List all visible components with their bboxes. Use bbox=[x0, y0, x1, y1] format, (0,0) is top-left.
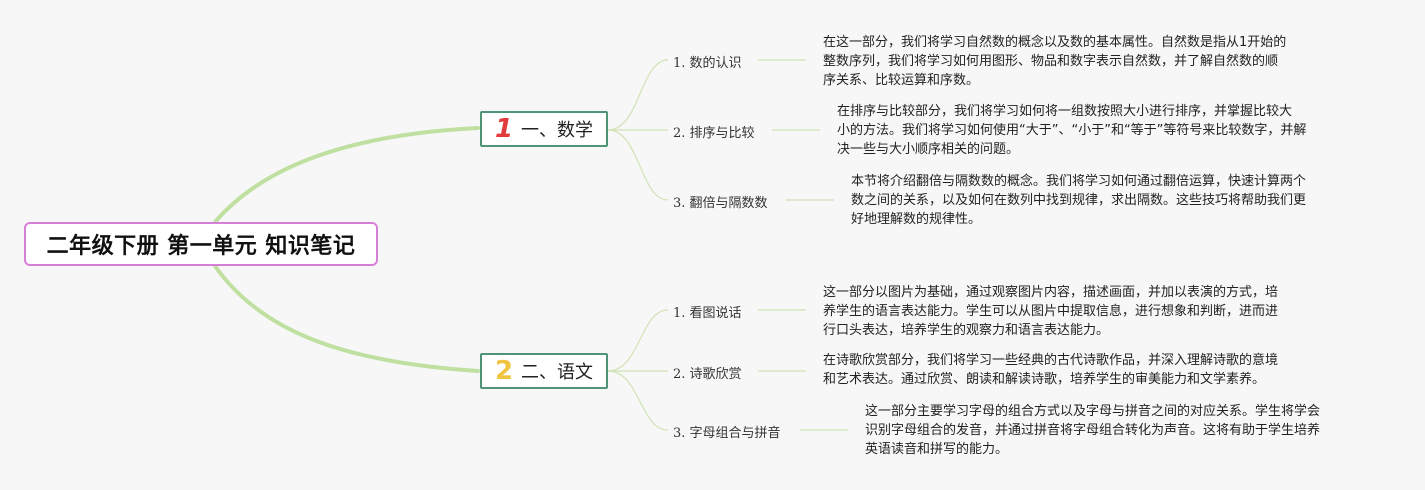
desc-line: 在这一部分，我们将学习自然数的概念以及数的基本属性。自然数是指从1开始的 bbox=[823, 35, 1287, 50]
topic-sorting-comparing[interactable]: 2. 排序与比较 bbox=[673, 126, 755, 141]
number-one-icon: 1 bbox=[494, 114, 514, 144]
link-chinese-3 bbox=[607, 370, 669, 431]
desc-line: 在排序与比较部分，我们将学习如何将一组数按照大小进行排序，并掌握比较大 bbox=[837, 104, 1293, 119]
desc-line: 识别字母组合的发音，并通过拼音将字母组合转化为声音。这将有助于学生培养 bbox=[865, 423, 1321, 438]
desc-line: 小的方法。我们将学习如何使用“大于”、“小于”和“等于”等符号来比较数字，并解 bbox=[837, 123, 1307, 138]
branch-label: 一、数学 bbox=[521, 120, 594, 141]
topic-description: 本节将介绍翻倍与隔数数的概念。我们将学习如何通过翻倍运算，快速计算两个 数之间的… bbox=[851, 172, 1306, 229]
desc-line: 养学生的语言表达能力。学生可以从图片中提取信息，进行想象和判断，进而进 bbox=[823, 304, 1279, 319]
desc-line: 在诗歌欣赏部分，我们将学习一些经典的古代诗歌作品，并深入理解诗歌的意境 bbox=[823, 353, 1279, 368]
topic-picture-talk[interactable]: 1. 看图说话 bbox=[673, 306, 742, 321]
root-topic[interactable]: 二年级下册 第一单元 知识笔记 bbox=[24, 222, 378, 266]
desc-line: 行口头表达，培养学生的观察力和语言表达能力。 bbox=[823, 323, 1110, 338]
link-chinese-1 bbox=[607, 309, 669, 372]
desc-line: 数之间的关系，以及如何在数列中找到规律，求出隔数。这些技巧将帮助我们更 bbox=[851, 193, 1307, 208]
topic-description: 这一部分以图片为基础，通过观察图片内容，描述画面，并加以表演的方式，培 养学生的… bbox=[823, 283, 1278, 340]
branch-chinese[interactable]: 2 二、语文 bbox=[480, 353, 608, 389]
desc-line: 本节将介绍翻倍与隔数数的概念。我们将学习如何通过翻倍运算，快速计算两个 bbox=[851, 174, 1307, 189]
topic-description: 在排序与比较部分，我们将学习如何将一组数按照大小进行排序，并掌握比较大 小的方法… bbox=[837, 102, 1306, 159]
branch-math[interactable]: 1 一、数学 bbox=[480, 111, 608, 147]
desc-line: 好地理解数的规律性。 bbox=[851, 212, 982, 227]
desc-line: 英语读音和拼写的能力。 bbox=[865, 442, 1009, 457]
link-math-3 bbox=[607, 129, 669, 201]
desc-line: 序关系、比较运算和序数。 bbox=[823, 73, 980, 88]
desc-line: 这一部分主要学习字母的组合方式以及字母与拼音之间的对应关系。学生将学会 bbox=[865, 404, 1321, 419]
link-root-math bbox=[213, 126, 480, 224]
topic-description: 这一部分主要学习字母的组合方式以及字母与拼音之间的对应关系。学生将学会 识别字母… bbox=[865, 402, 1320, 459]
topic-doubling-skip-counting[interactable]: 3. 翻倍与隔数数 bbox=[673, 196, 768, 211]
desc-line: 和艺术表达。通过欣赏、朗读和解读诗歌，培养学生的审美能力和文学素养。 bbox=[823, 372, 1266, 387]
desc-line: 整数序列，我们将学习如何用图形、物品和数字表示自然数，并了解自然数的顺 bbox=[823, 54, 1279, 69]
number-two-icon: 2 bbox=[494, 356, 514, 386]
link-root-chinese bbox=[213, 264, 480, 373]
topic-letter-pinyin[interactable]: 3. 字母组合与拼音 bbox=[673, 426, 781, 441]
topic-description: 在这一部分，我们将学习自然数的概念以及数的基本属性。自然数是指从1开始的 整数序… bbox=[823, 33, 1286, 90]
topic-poetry[interactable]: 2. 诗歌欣赏 bbox=[673, 367, 742, 382]
topic-description: 在诗歌欣赏部分，我们将学习一些经典的古代诗歌作品，并深入理解诗歌的意境 和艺术表… bbox=[823, 351, 1278, 389]
desc-line: 决一些与大小顺序相关的问题。 bbox=[837, 142, 1020, 157]
topic-number-recognition[interactable]: 1. 数的认识 bbox=[673, 56, 742, 71]
link-math-1 bbox=[607, 59, 669, 131]
branch-label: 二、语文 bbox=[521, 362, 594, 383]
desc-line: 这一部分以图片为基础，通过观察图片内容，描述画面，并加以表演的方式，培 bbox=[823, 285, 1279, 300]
